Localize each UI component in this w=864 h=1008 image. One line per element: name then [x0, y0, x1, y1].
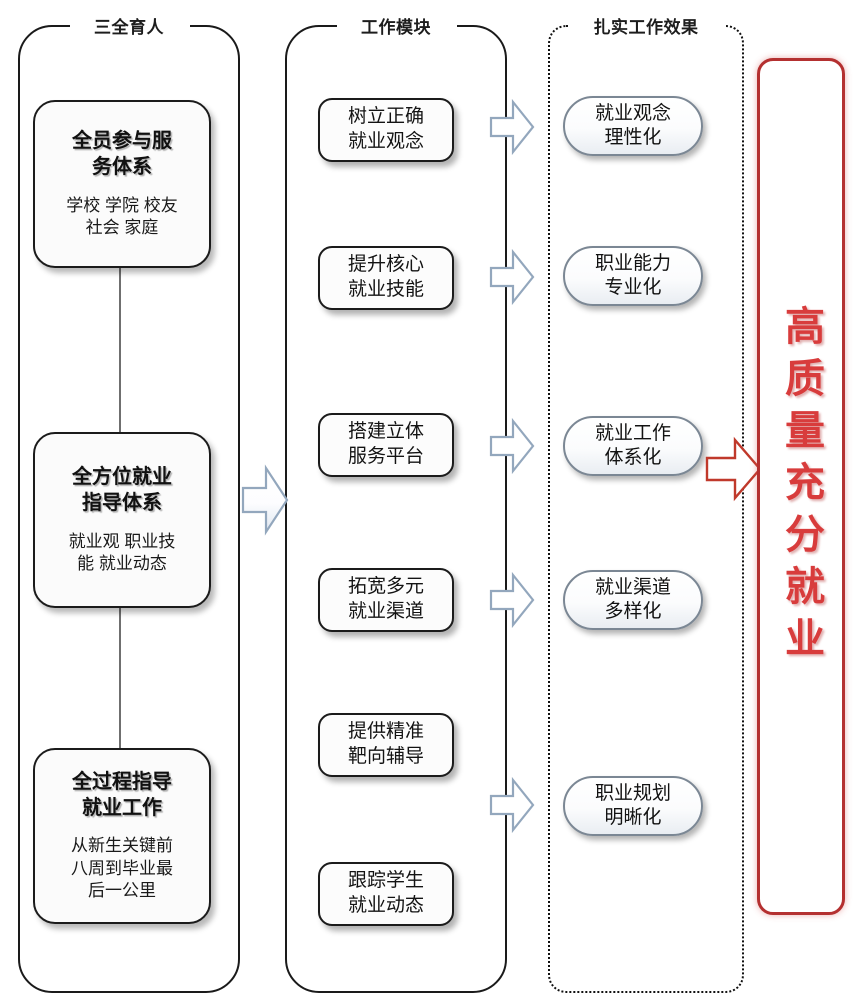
column-frame-solid-results: [548, 25, 744, 993]
module-box-expand-channels[interactable]: 拓宽多元 就业渠道: [318, 568, 454, 632]
module-box-establish-correct-view[interactable]: 树立正确 就业观念: [318, 98, 454, 162]
connector-card1-card2: [119, 268, 121, 432]
connector-card2-card3: [119, 608, 121, 748]
outcome-box-high-quality-full-employment[interactable]: 高质量充分就业: [757, 58, 845, 915]
module-box-improve-core-skills[interactable]: 提升核心 就业技能: [318, 246, 454, 310]
effect-pill-systematized-work[interactable]: 就业工作 体系化: [563, 416, 703, 476]
effect-pill-professional-ability[interactable]: 职业能力 专业化: [563, 246, 703, 306]
column-1-header-mask: [70, 19, 190, 31]
column-header-1: 三全育人: [94, 18, 164, 37]
arrow-module-5-to-effect-5: [489, 776, 535, 834]
card-all-staff-service-system[interactable]: 全员参与服 务体系 学校 学院 校友 社会 家庭: [33, 100, 211, 268]
card-title: 全方位就业 指导体系: [72, 466, 172, 514]
module-box-track-student-status[interactable]: 跟踪学生 就业动态: [318, 862, 454, 926]
card-title: 全员参与服 务体系: [72, 130, 172, 178]
arrow-module-4-to-effect-4: [489, 571, 535, 629]
arrow-module-3-to-effect-3: [489, 417, 535, 475]
card-title: 全过程指导 就业工作: [72, 771, 172, 819]
arrow-module-1-to-effect-1: [489, 98, 535, 156]
arrow-effects-to-outcome: [705, 436, 762, 502]
effect-pill-rational-view[interactable]: 就业观念 理性化: [563, 96, 703, 156]
arrow-col1-to-col2: [241, 464, 289, 536]
outcome-text: 高质量充分就业: [779, 304, 823, 669]
column-header-3: 扎实工作效果: [593, 18, 699, 37]
card-subtitle: 学校 学院 校友 社会 家庭: [66, 195, 178, 237]
effect-pill-clear-career-planning[interactable]: 职业规划 明晰化: [563, 776, 703, 836]
column-header-2: 工作模块: [361, 18, 431, 37]
card-whole-process-guidance[interactable]: 全过程指导 就业工作 从新生关键前 八周到毕业最 后一公里: [33, 748, 211, 924]
column-2-header-mask: [337, 19, 457, 31]
column-frame-work-modules: [285, 25, 507, 993]
module-box-build-service-platform[interactable]: 搭建立体 服务平台: [318, 413, 454, 477]
column-3-header-mask: [568, 19, 726, 31]
module-box-precise-counselling[interactable]: 提供精准 靶向辅导: [318, 713, 454, 777]
card-subtitle: 从新生关键前 八周到毕业最 后一公里: [71, 836, 173, 900]
arrow-module-2-to-effect-2: [489, 248, 535, 306]
card-subtitle: 就业观 职业技 能 就业动态: [68, 531, 176, 573]
card-all-round-guidance-system[interactable]: 全方位就业 指导体系 就业观 职业技 能 就业动态: [33, 432, 211, 608]
effect-pill-diversified-channels[interactable]: 就业渠道 多样化: [563, 570, 703, 630]
